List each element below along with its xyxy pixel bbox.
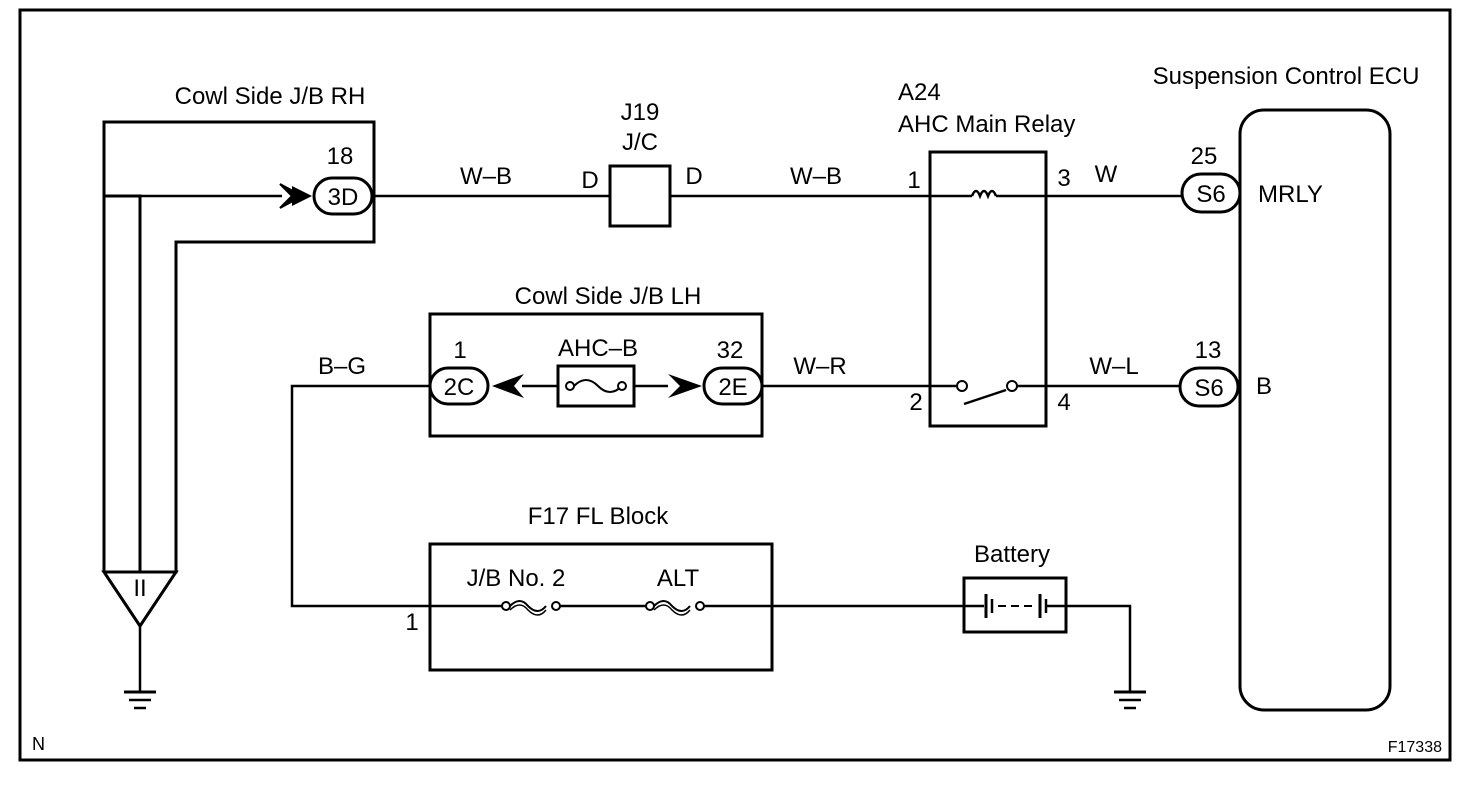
ecu-conn-s6-b-label: S6 [1194,375,1223,402]
relay-coil-icon [970,189,998,200]
battery-label: Battery [974,541,1050,568]
lh-fuse-label: AHC–B [558,335,638,362]
f17-fl-block: F17 FL Block 1 J/B No. 2 ALT [405,503,774,672]
ecu-connector-s6-b [1178,366,1240,408]
ecu-b-label: B [1256,373,1272,400]
cowl-side-jb-rh: 3D 18 Cowl Side J/B RH [102,83,376,574]
fl-block-title: F17 FL Block [528,503,669,530]
fusible-link-jb2-icon [501,600,561,616]
lh-pin-32: 32 [717,337,744,364]
corner-n-label: N [32,734,45,754]
wire-wl-label: W–L [1089,353,1138,380]
fl-jb2-label: J/B No. 2 [467,565,566,592]
ecu-title: Suspension Control ECU [1153,63,1420,90]
wire-wr-label: W–R [793,353,846,380]
diagram-frame [18,8,1452,762]
figure-id-label: F17338 [1388,739,1442,756]
relay-a24-label: A24 [898,79,941,106]
j19-d-right: D [685,163,702,190]
ahc-main-relay: A24 AHC Main Relay 1 3 2 4 [898,79,1075,428]
cowl-lh-title: Cowl Side J/B LH [515,283,702,310]
lh-pin-1: 1 [453,337,466,364]
junction-connector-j19: J19 J/C D D [581,99,703,228]
fl-alt-label: ALT [657,565,700,592]
pin-18-label: 18 [327,143,354,170]
ground-ii: II [101,570,179,710]
ecu-conn-s6-a-label: S6 [1196,181,1225,208]
ecu-mrly-label: MRLY [1258,181,1323,208]
ecu-pin-13: 13 [1195,337,1222,364]
ecu-connector-s6-a [1180,172,1242,214]
connector-2e-label: 2E [718,374,747,401]
j19-d-left: D [581,167,598,194]
relay-switch-icon [963,388,1007,406]
wire-bg-label: B–G [318,353,366,380]
connector-3d-label: 3D [328,184,359,211]
wire-wb-label-1: W–B [460,163,512,190]
ecu-pin-25: 25 [1191,143,1218,170]
j19-label: J19 [621,99,660,126]
fl-pin-1: 1 [405,609,418,636]
ground-battery-icon [1114,690,1146,710]
relay-pin-2: 2 [909,389,922,416]
fusible-link-alt-icon [645,600,705,616]
relay-pin-1: 1 [907,167,920,194]
cowl-rh-title: Cowl Side J/B RH [175,83,366,110]
wire-wb-label-2: W–B [790,163,842,190]
cowl-side-jb-lh: Cowl Side J/B LH 1 2C AHC–B 32 2E [428,283,764,438]
relay-pin-3: 3 [1057,165,1070,192]
connector-2c-label: 2C [444,374,475,401]
connector-arrow-icon [668,374,702,398]
battery: Battery [962,541,1068,634]
connector-arrow-icon [492,374,524,398]
jc-label: J/C [622,129,658,156]
ground-ii-label: II [133,575,146,602]
wire-w-label: W [1095,161,1118,188]
relay-title: AHC Main Relay [898,111,1075,138]
suspension-control-ecu: Suspension Control ECU S6 25 MRLY S6 13 … [1153,63,1420,712]
relay-pin-4: 4 [1057,389,1070,416]
